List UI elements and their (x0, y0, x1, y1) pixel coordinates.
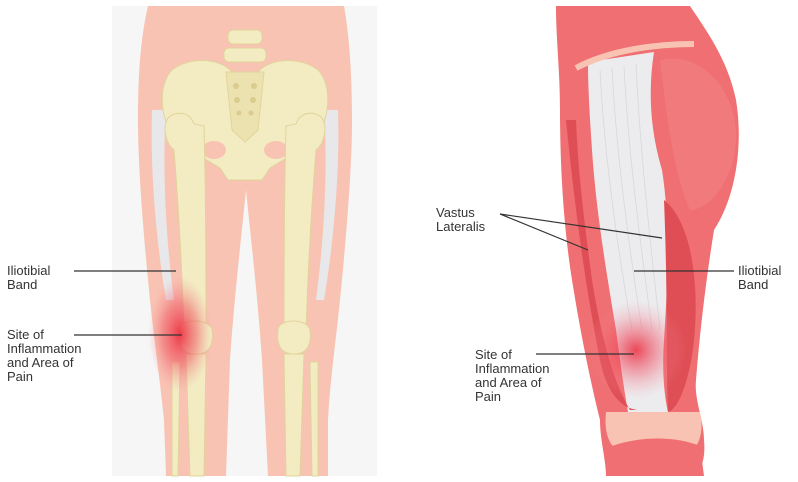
left-itband-label: Iliotibial Band (7, 264, 50, 292)
right-itband-label: Iliotibial Band (738, 264, 781, 292)
right-figure (500, 6, 751, 476)
right-inflammation-spot (586, 300, 686, 400)
left-obturator-right (202, 141, 226, 159)
left-obturator-left (264, 141, 288, 159)
left-inflammation-label: Site of Inflammation and Area of Pain (7, 328, 81, 384)
left-knee-left-leg (278, 321, 311, 354)
right-inflammation-label: Site of Inflammation and Area of Pain (475, 348, 549, 404)
left-figure (74, 6, 377, 476)
left-fibula-left-leg (310, 362, 318, 476)
right-vastus-label: Vastus Lateralis (436, 206, 485, 234)
left-tibia-left-leg (284, 354, 304, 476)
right-lower-leg (610, 439, 704, 477)
left-inflammation-spot (148, 276, 212, 392)
